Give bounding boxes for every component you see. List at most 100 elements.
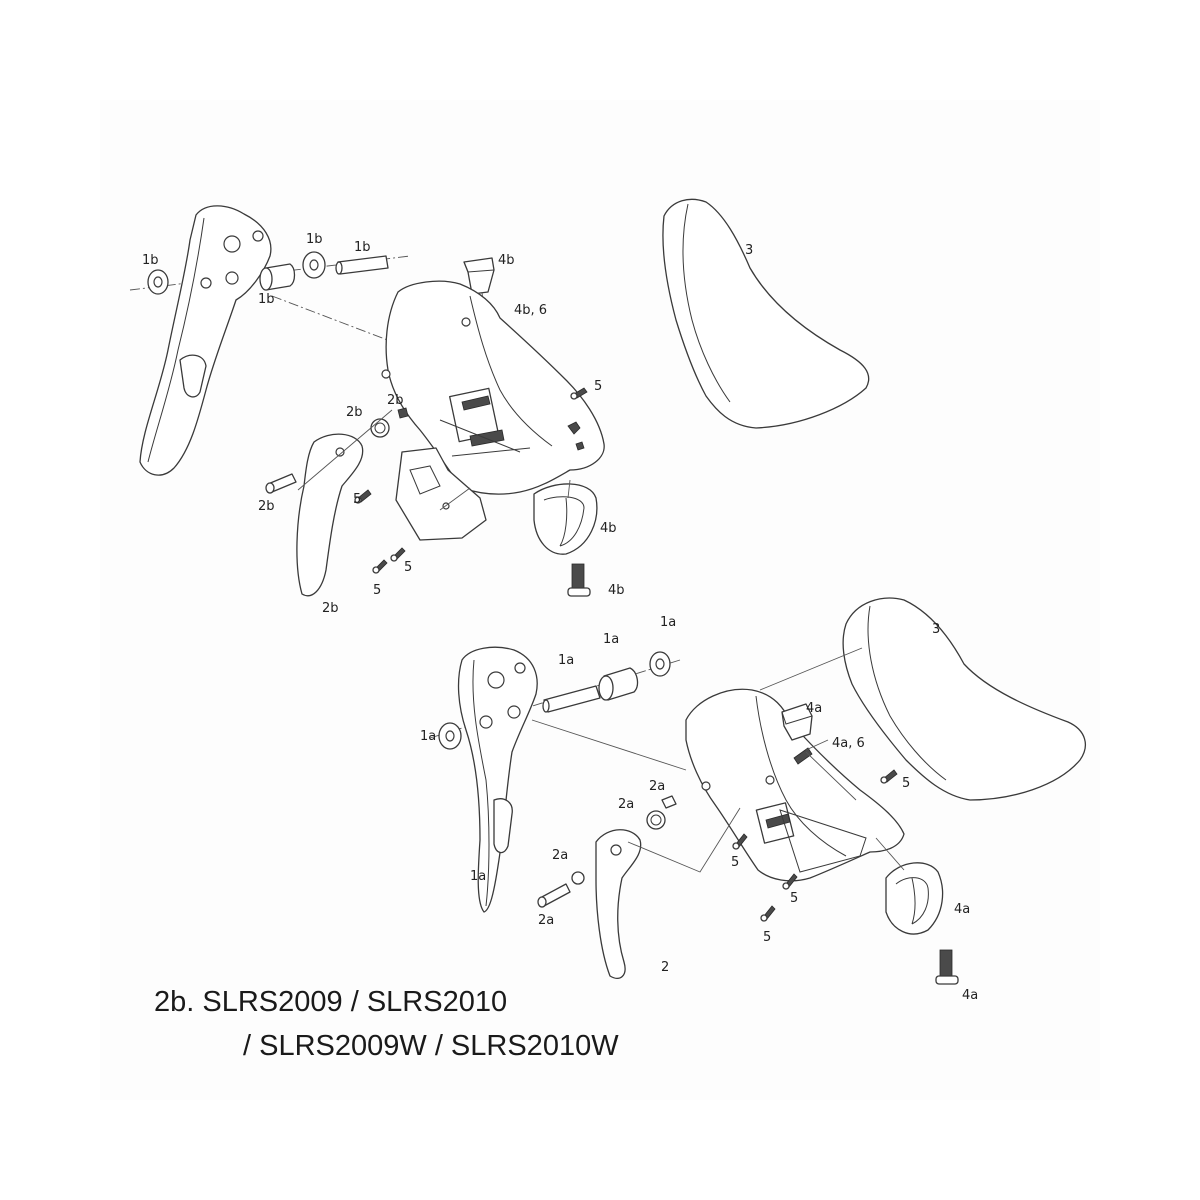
screw-b-mid xyxy=(354,489,372,504)
hood-cover-a xyxy=(842,597,1086,801)
pivot-pin-a xyxy=(543,685,601,713)
label-5-b-right: 5 xyxy=(594,379,602,394)
label-3-b: 3 xyxy=(745,243,753,258)
leader-plate-b xyxy=(439,487,471,511)
body-b-hole xyxy=(461,317,471,327)
shift-mech-b-pawl xyxy=(469,429,505,447)
label-2b-pin: 2b xyxy=(258,499,275,514)
leader-4a-strap xyxy=(875,837,905,871)
lever-body-b-ridge xyxy=(469,295,553,447)
clamp-bolt-a-head xyxy=(935,975,959,985)
lever-a-hole-4 xyxy=(507,705,521,719)
body-b-hole-2 xyxy=(381,369,391,379)
return-spring-a-coil xyxy=(650,814,662,826)
pivot-pin-2a-end xyxy=(537,896,547,908)
pivot-pin-b xyxy=(337,255,389,275)
bushing-2a-small xyxy=(571,871,585,885)
screw-a-low2 xyxy=(760,905,776,922)
label-2a-pin: 2a xyxy=(538,913,554,928)
label-2a-spring: 2a xyxy=(618,797,634,812)
washer-a-left-hole xyxy=(445,730,455,742)
hood-cover-a-edge xyxy=(867,605,947,781)
washer-b-mid-hole xyxy=(309,259,319,271)
label-4b-bolt: 4b xyxy=(608,583,625,598)
label-5-b-mid: 5 xyxy=(353,492,361,507)
label-4b-top: 4b xyxy=(498,253,515,268)
label-1a-top: 1a xyxy=(660,615,676,630)
leader-4b-strap xyxy=(567,479,571,499)
lever-a-hole-1 xyxy=(487,671,505,689)
label-1b-low: 1b xyxy=(258,292,275,307)
screw-b-right xyxy=(570,387,588,400)
leader-4a6 xyxy=(805,739,857,801)
lever-b-hole-2 xyxy=(252,230,264,242)
brake-lever-b-pad xyxy=(179,354,207,398)
screw-a-right xyxy=(880,769,898,784)
label-5-b-low2: 5 xyxy=(373,583,381,598)
clamp-bolt-b-head xyxy=(567,587,591,597)
screw-a-mid xyxy=(732,833,748,850)
lever-b-hole-4 xyxy=(225,271,239,285)
strap-clamp-a-inner xyxy=(895,877,929,925)
lever-body-a-ridge xyxy=(755,695,847,857)
label-5-a-mid: 5 xyxy=(731,855,739,870)
washer-a-right-hole xyxy=(655,658,665,670)
body-a-hole-2 xyxy=(765,775,775,785)
label-5-b-low1: 5 xyxy=(404,560,412,575)
callouts-b: 1b 1b 1b 1b 4b 4b, 6 3 5 2b 2b 2b 5 5 5 … xyxy=(142,232,753,616)
leader-hood-a xyxy=(759,647,863,691)
lever-b-hole-1 xyxy=(223,235,241,253)
label-2b-b: 2b xyxy=(387,393,404,408)
label-1b-top1: 1b xyxy=(306,232,323,247)
body-guide-b xyxy=(271,295,399,345)
assembly-a xyxy=(429,597,1086,985)
inner-plate-b xyxy=(395,447,487,541)
label-2b-lever: 2b xyxy=(322,601,339,616)
label-4b-6: 4b, 6 xyxy=(514,303,547,318)
shift-paddle-a xyxy=(595,829,642,979)
lever-body-b xyxy=(385,280,605,495)
assembly-b xyxy=(129,198,870,597)
label-1a-mid: 1a xyxy=(603,632,619,647)
shift-paddle-b xyxy=(296,433,364,597)
shift-paddle-b-hole xyxy=(335,447,345,457)
body-b-texture-2 xyxy=(575,441,585,451)
label-1a-low: 1a xyxy=(558,653,574,668)
label-4a-6: 4a, 6 xyxy=(832,736,865,751)
brake-lever-b xyxy=(139,205,272,476)
pin-4a-6 xyxy=(793,747,813,765)
body-a-hole xyxy=(701,781,711,791)
model-caption-line-1: 2b. SLRS2009 / SLRS2010 xyxy=(154,986,508,1018)
label-5-a-low2: 5 xyxy=(763,930,771,945)
label-5-a-right: 5 xyxy=(902,776,910,791)
bushing-a-face xyxy=(598,675,614,701)
body-a-plate xyxy=(779,809,867,873)
label-2a-bush: 2a xyxy=(552,848,568,863)
body-guide-a xyxy=(531,719,687,771)
label-2-lever: 2 xyxy=(661,960,669,975)
brake-lever-a-edge xyxy=(472,659,490,907)
pivot-pin-a-end xyxy=(542,699,550,713)
screw-b-low1 xyxy=(372,559,388,574)
label-4b-strap: 4b xyxy=(600,521,617,536)
hood-cap-b-rim xyxy=(463,261,495,273)
callouts-a: 1a 1a 1a 1a 1a 3 4a 4a, 6 5 2a 2a 2a 2a … xyxy=(420,615,978,1003)
hood-cover-b-edge xyxy=(682,203,731,403)
label-1a-washer: 1a xyxy=(420,729,436,744)
screw-b-low2 xyxy=(390,547,406,562)
lever-a-hole-3 xyxy=(479,715,493,729)
inner-plate-b-slot xyxy=(409,465,441,495)
brake-lever-a-pad xyxy=(493,798,513,854)
strap-clamp-b-inner xyxy=(543,496,585,547)
shift-mech-a-pawl xyxy=(765,813,791,829)
label-4a-bolt: 4a xyxy=(962,988,978,1003)
hood-cap-a-rim xyxy=(781,711,813,725)
label-2b-a: 2b xyxy=(346,405,363,420)
clamp-bolt-a-thread xyxy=(939,949,953,977)
bushing-2a xyxy=(661,795,677,809)
hood-cover-b xyxy=(662,198,870,429)
label-2a-top: 2a xyxy=(649,779,665,794)
bushing-b-small-face xyxy=(259,267,273,291)
label-1a-lever: 1a xyxy=(470,869,486,884)
